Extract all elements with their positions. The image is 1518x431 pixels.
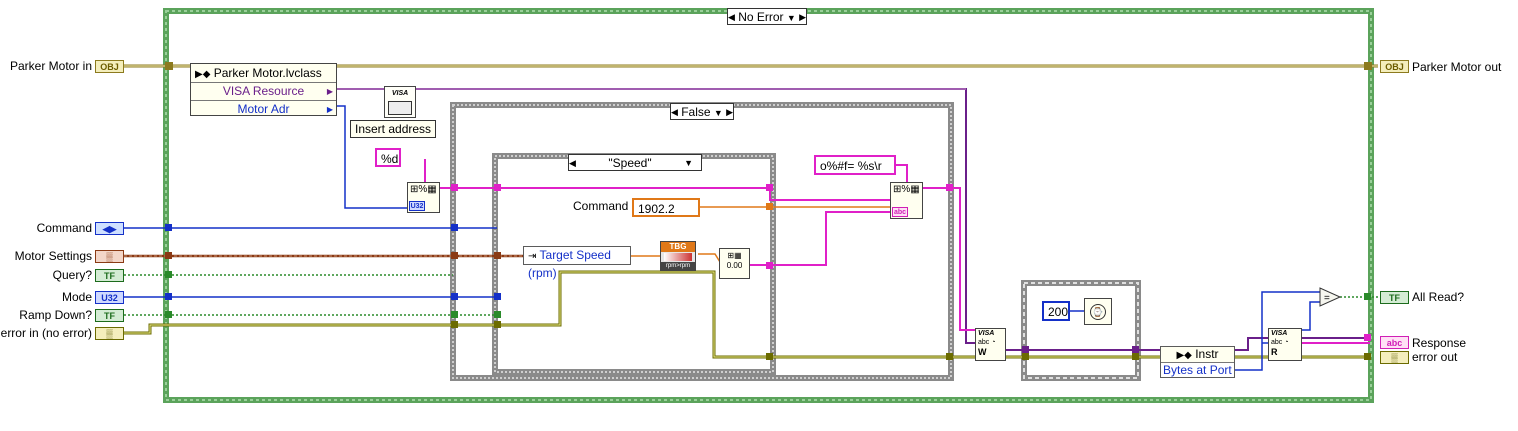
wait-ms[interactable]: ⌚ [1084,298,1112,325]
selector-left-arrow-icon[interactable]: ◀ [728,12,735,22]
unbundle-by-name[interactable]: ▶◆ Parker Motor.lvclass VISA Resource ▶ … [190,63,337,116]
write-icon: abc ◔ [978,339,996,346]
all-read-label: All Read? [1412,290,1465,304]
response-label: Response [1412,336,1467,350]
property-node[interactable]: ▶◆ Instr Bytes at Port [1160,346,1235,378]
format-constant-speed[interactable]: o%#f= %s\r [814,155,896,175]
unbundle-arrow-icon: ⇥ [528,251,537,262]
format-into-string-2[interactable]: ⊞%▦ abc [890,182,923,219]
parker-motor-in-terminal[interactable]: OBJ [95,60,124,73]
ramp-down-terminal[interactable]: TF [95,309,124,322]
error-in-label: error in (no error) [0,326,92,340]
selector-right-arrow-icon[interactable]: ▶ [726,107,733,117]
visa-icon: VISA [391,90,409,97]
selector-left-arrow-icon[interactable]: ◀ [569,158,576,168]
tbg-subvi[interactable]: TBG rpm>rpm [660,241,696,271]
selector-dropdown-icon[interactable]: ▼ [713,108,723,118]
clock-icon: ⌚ [1090,304,1106,320]
class-icon: ▶◆ [195,69,211,80]
format-string-icon: ⊞%▦ [410,184,437,195]
error-out-terminal[interactable]: ▒ [1380,351,1409,364]
selector-right-arrow-icon[interactable]: ▶ [799,12,806,22]
insert-address-label: Insert address [350,120,437,138]
all-read-terminal[interactable]: TF [1380,291,1409,304]
selector-left-arrow-icon[interactable]: ◀ [671,107,678,117]
equal-comparison[interactable] [1319,287,1342,307]
tunnels [165,62,1372,360]
parker-motor-out-label: Parker Motor out [1412,60,1502,74]
error-out-label: error out [1412,350,1458,364]
visa-icon: VISA [1271,330,1288,337]
error-in-terminal[interactable]: ▒ [95,327,124,340]
read-icon: abc ◔ [1271,339,1289,346]
visa-icon: VISA [978,330,995,337]
class-icon: ▶◆ [1176,350,1192,361]
u32-terminal: U32 [409,201,425,211]
number-format-icon: ⊞▦0.00 [726,251,743,270]
format-string-icon: ⊞%▦ [893,184,920,195]
read-letter: R [1271,347,1278,357]
visa-write[interactable]: VISA abc ◔ W [975,328,1006,361]
ramp-icon [664,253,692,261]
item-arrow-icon: ▶ [326,87,333,96]
query-label: Query? [52,268,92,282]
wait-constant[interactable]: 200 [1042,301,1070,321]
write-letter: W [978,347,987,357]
format-constant-d[interactable]: %d [375,148,401,167]
unbundle-item-visa-resource[interactable]: VISA Resource ▶ [191,83,336,101]
selector-dropdown-icon[interactable]: ▼ [684,158,693,168]
query-terminal[interactable]: TF [95,269,124,282]
property-bytes-at-port[interactable]: Bytes at Port [1163,363,1232,377]
outer-case-selector[interactable]: ◀ No Error ▼ ▶ [727,8,807,25]
unbundle-header: ▶◆ Parker Motor.lvclass [191,64,336,83]
number-to-string[interactable]: ⊞▦0.00 [719,248,750,279]
mode-terminal[interactable]: U32 [95,291,124,304]
response-terminal[interactable]: abc [1380,336,1409,349]
item-arrow-icon: ▶ [326,105,333,114]
mode-label: Mode [61,290,92,304]
visa-read[interactable]: VISA abc ◔ R [1268,328,1302,361]
tbg-footer: rpm>rpm [661,262,695,270]
parker-motor-out-terminal[interactable]: OBJ [1380,60,1409,73]
command-terminal[interactable]: ◀▶ [95,222,124,235]
selector-dropdown-icon[interactable]: ▼ [786,13,796,23]
motor-settings-terminal[interactable]: ▒ [95,250,124,263]
unbundle-item-motor-adr[interactable]: Motor Adr ▶ [237,102,333,116]
svg-text:=: = [1324,293,1330,304]
inner-case-frame [450,102,954,381]
motor-settings-label: Motor Settings [14,249,92,263]
property-node-header: ▶◆ Instr [1161,347,1234,363]
insert-address-subvi[interactable]: VISA [384,86,416,118]
string-terminal: abc [892,207,908,217]
sequence-frame [1021,280,1141,381]
tbg-header: TBG [661,242,695,252]
target-speed-unbundle[interactable]: ⇥ Target Speed (rpm) [523,246,631,280]
command-constant[interactable]: 1902.2 [632,198,700,217]
parker-motor-in-label: Parker Motor in [9,59,92,73]
format-into-string-1[interactable]: ⊞%▦ U32 [407,182,440,213]
command-label: Command [36,221,92,235]
inner-case-selector[interactable]: ◀ False ▼ ▶ [670,103,734,120]
command-constant-label: Command [573,199,629,213]
speed-case-selector[interactable]: ◀ "Speed" ▼ [568,154,702,171]
ramp-down-label: Ramp Down? [19,308,92,322]
